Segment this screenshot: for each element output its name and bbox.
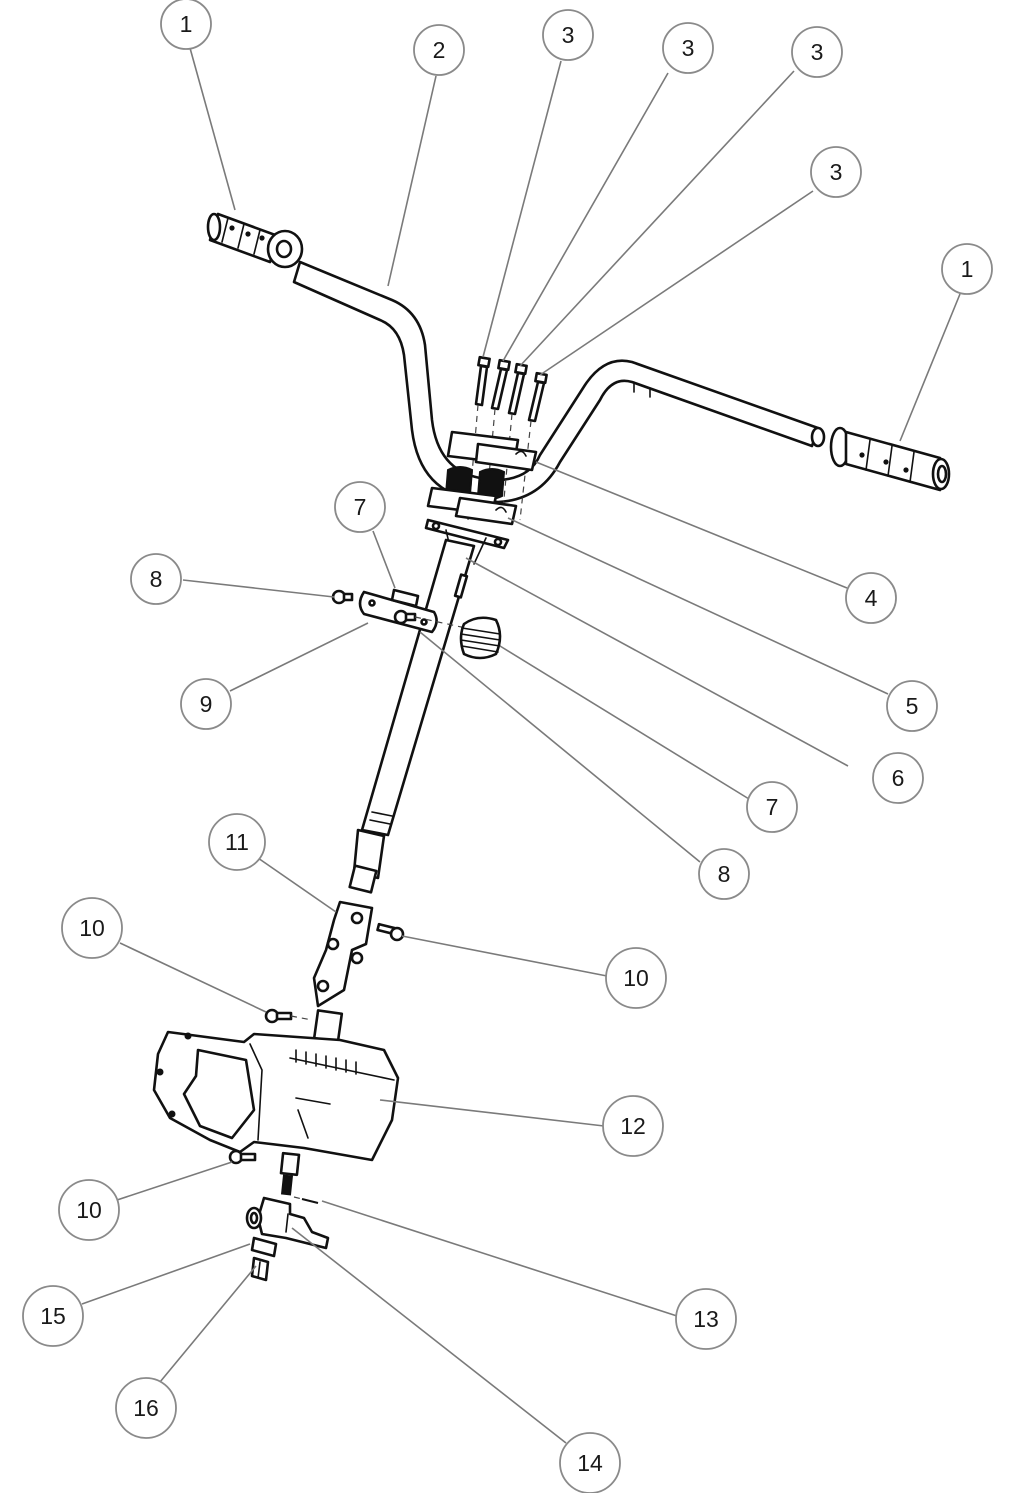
left-grip — [206, 212, 304, 269]
svg-text:7: 7 — [766, 794, 779, 820]
balloon-3a: 3 — [542, 9, 594, 61]
right-grip — [829, 426, 951, 492]
steering-gearbox — [152, 1030, 400, 1162]
balloon-3d: 3 — [810, 146, 862, 198]
balloon-16: 16 — [115, 1377, 177, 1439]
svg-text:3: 3 — [811, 39, 824, 65]
balloon-10a: 10 — [61, 897, 123, 959]
clamp-bolts — [467, 355, 548, 521]
balloon-12: 12 — [602, 1095, 664, 1157]
balloon-11: 11 — [208, 813, 266, 871]
handlebar — [292, 260, 826, 504]
svg-text:3: 3 — [562, 22, 575, 48]
steering-column — [348, 518, 510, 894]
clamp-bolt — [474, 355, 491, 407]
clamp-bolt — [507, 362, 528, 416]
balloon-10c: 10 — [58, 1179, 120, 1241]
svg-text:7: 7 — [354, 494, 367, 520]
balloon-6: 6 — [872, 752, 924, 804]
svg-text:8: 8 — [718, 861, 731, 887]
balloon-3b: 3 — [662, 22, 714, 74]
bracket-bolt — [393, 609, 467, 629]
svg-text:4: 4 — [865, 585, 878, 611]
svg-text:2: 2 — [433, 37, 446, 63]
balloon-2: 2 — [413, 24, 465, 76]
balloon-9: 9 — [180, 678, 232, 730]
svg-text:10: 10 — [79, 915, 105, 941]
balloon-8a: 8 — [130, 553, 182, 605]
svg-text:3: 3 — [682, 35, 695, 61]
balloon-4: 4 — [845, 572, 897, 624]
svg-text:1: 1 — [961, 256, 974, 282]
bracket-nut — [331, 589, 354, 605]
balloon-7b: 7 — [746, 781, 798, 833]
svg-text:13: 13 — [693, 1306, 719, 1332]
gearbox-output-shaft — [279, 1151, 301, 1196]
svg-text:16: 16 — [133, 1395, 159, 1421]
balloon-3c: 3 — [791, 26, 843, 78]
pin — [293, 1196, 319, 1204]
universal-joint — [312, 900, 374, 1008]
balloon-14: 14 — [559, 1432, 621, 1493]
svg-text:15: 15 — [40, 1303, 66, 1329]
joint-bolt-right — [376, 922, 405, 942]
rubber-bushing — [459, 616, 502, 660]
balloon-1-right: 1 — [941, 243, 993, 295]
svg-text:10: 10 — [76, 1197, 102, 1223]
gearbox-bolt — [228, 1149, 257, 1165]
balloon-8b: 8 — [698, 848, 750, 900]
svg-text:5: 5 — [906, 693, 919, 719]
svg-text:10: 10 — [623, 965, 649, 991]
washer — [250, 1236, 278, 1258]
balloon-5: 5 — [886, 680, 938, 732]
svg-text:12: 12 — [620, 1113, 646, 1139]
svg-text:9: 9 — [200, 691, 213, 717]
svg-text:3: 3 — [830, 159, 843, 185]
svg-text:14: 14 — [577, 1450, 603, 1476]
balloon-10b: 10 — [605, 947, 667, 1009]
joint-bolt-left — [264, 1008, 313, 1024]
pitman-arm — [245, 1196, 330, 1250]
balloon-1-left: 1 — [160, 0, 212, 50]
svg-text:1: 1 — [180, 11, 193, 37]
gearbox-input-shaft — [312, 1009, 344, 1043]
balloon-13: 13 — [675, 1288, 737, 1350]
clamp-bolt — [490, 358, 511, 411]
balloon-7a: 7 — [334, 481, 386, 533]
clamp-bolt — [527, 371, 548, 423]
lower-clamp — [426, 486, 518, 526]
svg-text:11: 11 — [225, 829, 249, 855]
svg-text:6: 6 — [892, 765, 905, 791]
svg-text:8: 8 — [150, 566, 163, 592]
leader-lines — [81, 47, 961, 1444]
balloon-15: 15 — [22, 1285, 84, 1347]
